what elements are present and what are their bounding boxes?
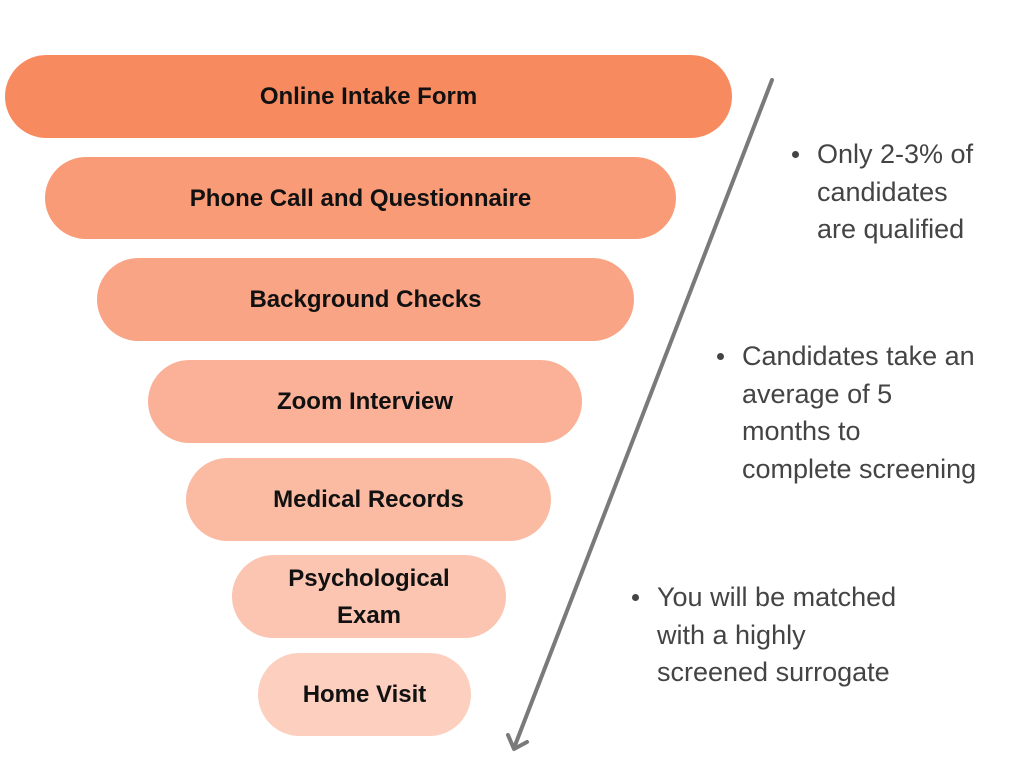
note-line: are qualified (817, 214, 965, 244)
funnel-step-label: Online Intake Form (259, 83, 478, 110)
note-line: months to (742, 416, 861, 446)
funnel-step-zoom-interview: Zoom Interview (148, 360, 582, 443)
note-line: You will be matched (657, 582, 897, 612)
funnel-step-phone-call: Phone Call and Questionnaire (45, 157, 676, 239)
note-line: average of 5 (742, 378, 893, 409)
note-line: Only 2-3% of (817, 139, 974, 169)
funnel-step-online-intake-form: Online Intake Form (5, 55, 732, 138)
funnel-step-label: Medical Records (273, 486, 464, 513)
funnel-step-label: Home Visit (302, 681, 427, 708)
bullet-marker (717, 353, 724, 360)
note-item: Candidates take an average of 5 months t… (717, 338, 977, 488)
funnel-step-medical-records: Medical Records (186, 458, 551, 541)
funnel-step-background-checks: Background Checks (97, 258, 634, 341)
funnel-step-psychological-exam: Psychological Exam (232, 555, 506, 638)
note-item: Only 2-3% of candidates are qualified (792, 136, 974, 249)
funnel-step-label: Psychological Exam (288, 564, 450, 629)
note-line: screened surrogate (657, 657, 890, 687)
funnel-step-home-visit: Home Visit (258, 653, 471, 736)
note-line: with a highly (657, 619, 806, 650)
funnel-step-label: Phone Call and Questionnaire (189, 184, 532, 212)
note-line: candidates (817, 176, 948, 207)
funnel-step-label: Zoom Interview (276, 388, 454, 415)
note-line: Candidates take an (742, 341, 975, 371)
bullet-marker (792, 151, 799, 158)
note-line: complete screening (742, 453, 977, 484)
bullet-marker (632, 594, 639, 601)
note-item: You will be matched with a highly screen… (632, 579, 897, 692)
funnel-step-label: Background Checks (249, 286, 482, 313)
arrow-head (506, 733, 529, 751)
